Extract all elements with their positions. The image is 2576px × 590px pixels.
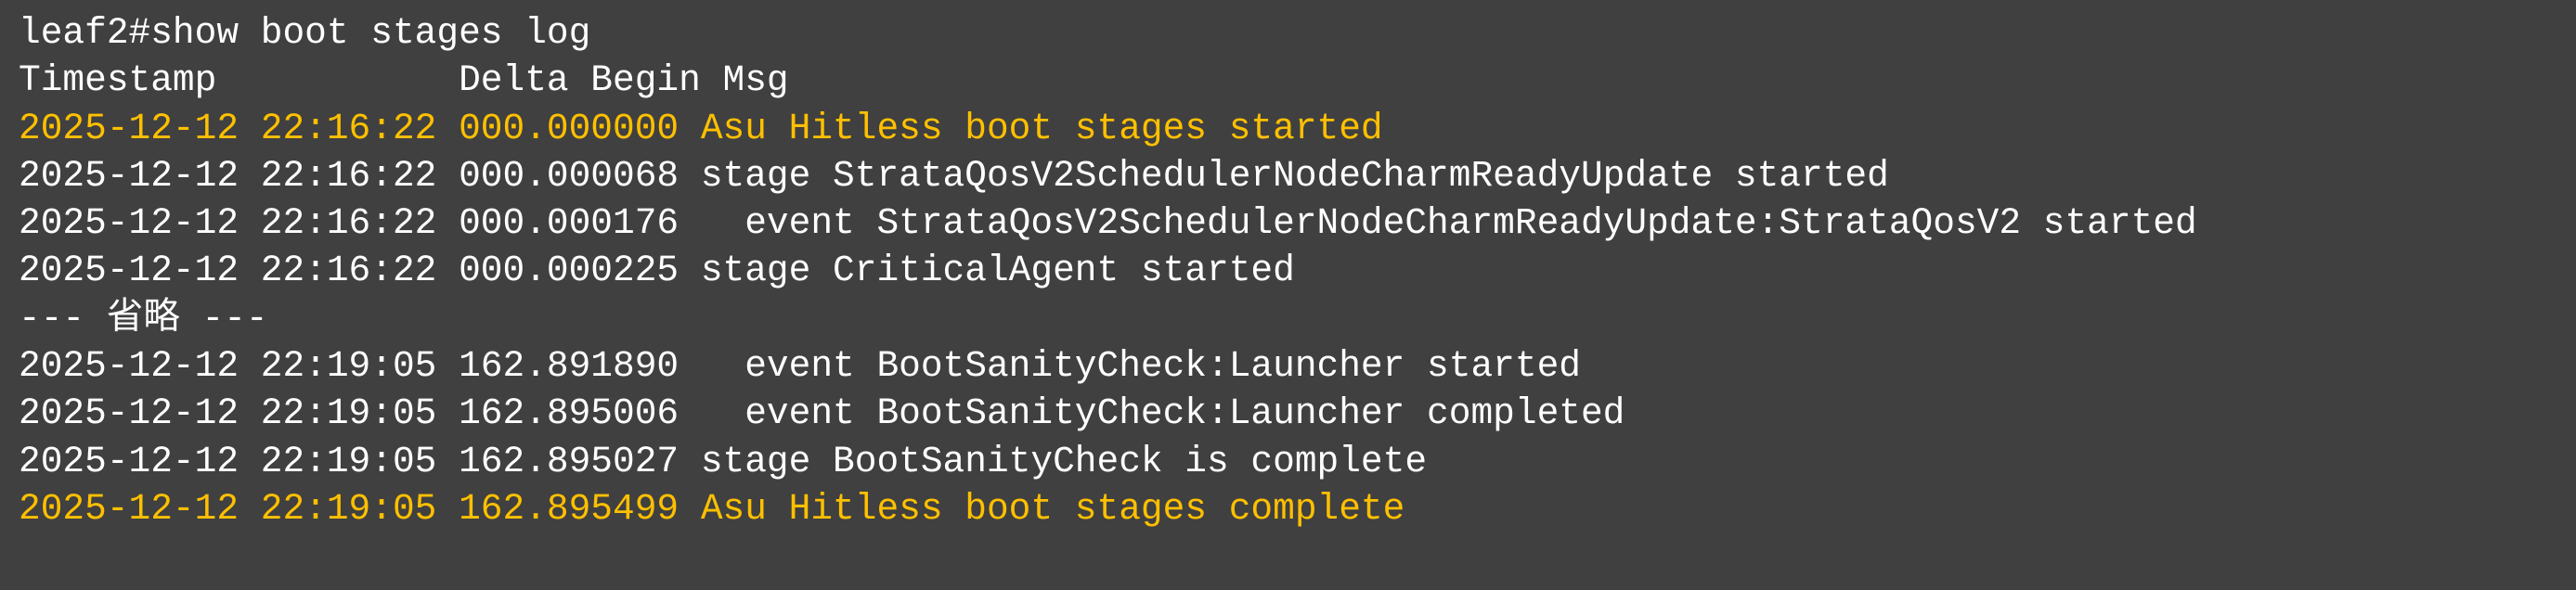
log-line: 2025-12-12 22:19:05 162.895027 stage Boo… bbox=[19, 440, 1428, 482]
log-line: 2025-12-12 22:16:22 000.000225 stage Cri… bbox=[19, 250, 1295, 292]
log-line-highlighted: 2025-12-12 22:16:22 000.000000 Asu Hitle… bbox=[19, 107, 1383, 149]
log-line: 2025-12-12 22:16:22 000.000176 event Str… bbox=[19, 202, 2197, 245]
log-line-highlighted: 2025-12-12 22:19:05 162.895499 Asu Hitle… bbox=[19, 487, 1405, 530]
command-prompt-line: leaf2#show boot stages log bbox=[19, 12, 591, 54]
column-header-line: Timestamp Delta Begin Msg bbox=[19, 59, 789, 102]
log-line: 2025-12-12 22:19:05 162.895006 event Boo… bbox=[19, 392, 1625, 435]
terminal-output: leaf2#show boot stages log Timestamp Del… bbox=[19, 12, 2197, 530]
log-line: 2025-12-12 22:19:05 162.891890 event Boo… bbox=[19, 345, 1581, 388]
omitted-separator: --- 省略 --- bbox=[19, 297, 268, 340]
log-line: 2025-12-12 22:16:22 000.000068 stage Str… bbox=[19, 154, 1889, 197]
